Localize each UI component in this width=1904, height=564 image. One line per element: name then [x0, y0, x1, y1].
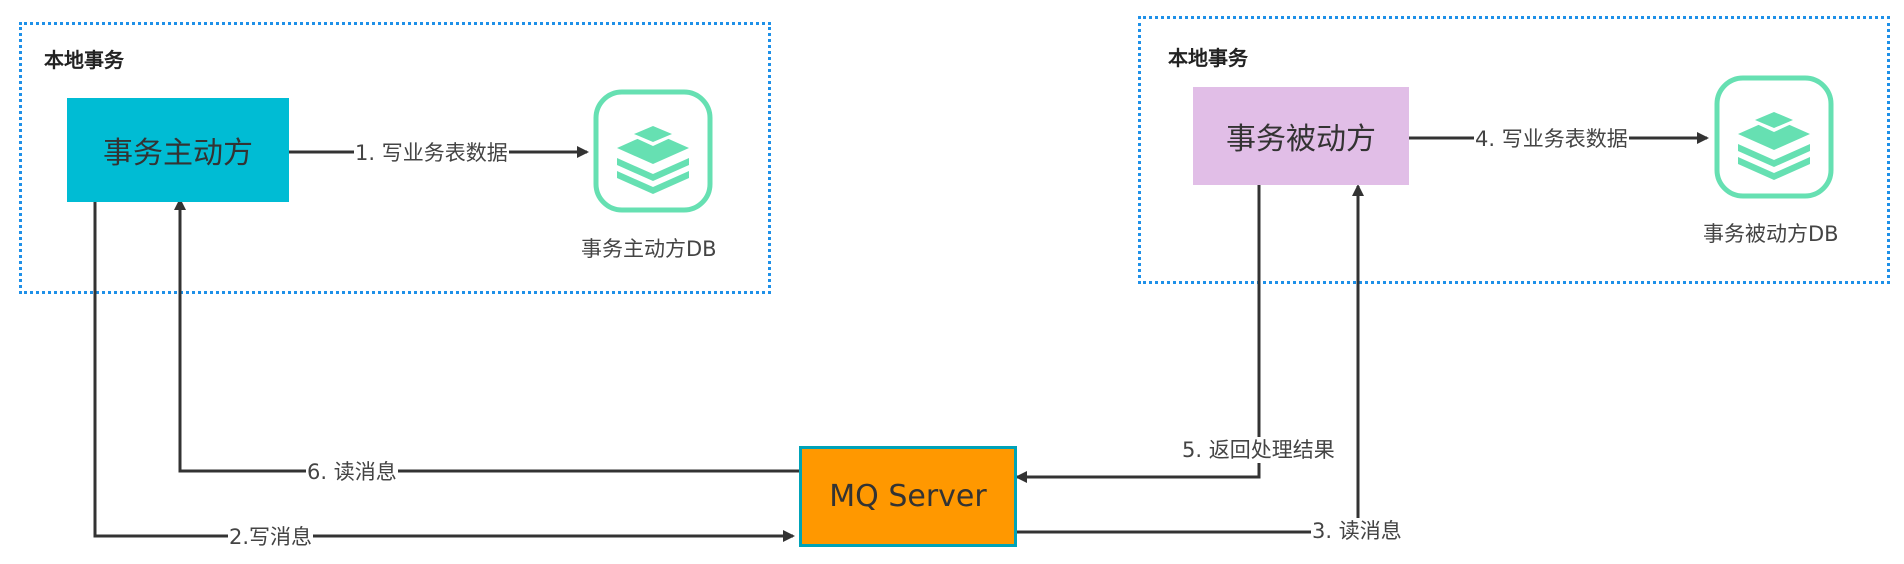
mq-server-label: MQ Server: [829, 479, 987, 514]
mq-server-box[interactable]: MQ Server: [799, 446, 1017, 547]
edge-return-result: [1015, 184, 1261, 483]
edge-label-write-participant-db: 4. 写业务表数据: [1474, 126, 1629, 152]
edge-label-write-message: 2.写消息: [228, 524, 314, 550]
edge-label-write-initiator-db: 1. 写业务表数据: [354, 140, 509, 166]
edge-label-read-message-participant: 3. 读消息: [1311, 518, 1403, 544]
participant-box[interactable]: 事务被动方: [1193, 87, 1409, 185]
edge-read-message-initiator: [174, 198, 799, 473]
local-transaction-region-right: [1138, 16, 1890, 284]
local-transaction-label-right: 本地事务: [1168, 46, 1248, 70]
initiator-box[interactable]: 事务主动方: [67, 98, 289, 202]
local-transaction-region-left: [19, 22, 771, 294]
edge-label-read-message-initiator: 6. 读消息: [306, 459, 398, 485]
local-transaction-label-left: 本地事务: [44, 48, 124, 72]
initiator-db-icon: [593, 89, 713, 213]
participant-db-caption: 事务被动方DB: [1703, 222, 1839, 246]
edge-read-message-participant: [1017, 184, 1364, 534]
participant-label: 事务被动方: [1226, 122, 1376, 157]
participant-db-icon: [1714, 75, 1834, 199]
initiator-db-caption: 事务主动方DB: [581, 237, 717, 261]
edge-label-return-result: 5. 返回处理结果: [1181, 437, 1336, 463]
edge-write-message: [93, 202, 795, 542]
initiator-label: 事务主动方: [103, 136, 253, 171]
